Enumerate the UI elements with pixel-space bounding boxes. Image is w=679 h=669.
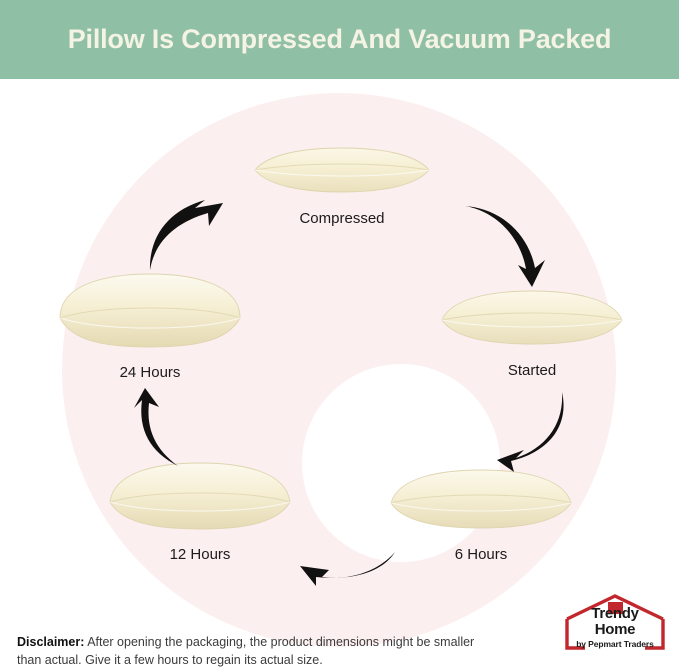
curved-arrow-icon	[134, 388, 178, 466]
node-label-6-hours: 6 Hours	[454, 546, 508, 563]
cycle-ring-hole	[302, 364, 500, 562]
brand-line1: Trendy	[591, 605, 639, 622]
house-window-icon	[608, 602, 623, 614]
node-24-hours: 24 Hours	[55, 272, 245, 381]
curved-arrow-icon	[497, 392, 564, 472]
pillow-icon	[390, 469, 572, 529]
curved-arrow-icon	[149, 200, 223, 270]
node-6-hours: 6 Hours	[386, 466, 576, 563]
curved-arrow-icon	[465, 206, 545, 287]
node-started: Started	[437, 286, 627, 379]
arrow-started-to-6-hours	[484, 388, 584, 481]
arrow-24-hours-to-compressed	[143, 188, 241, 279]
disclaimer-text: After opening the packaging, the product…	[17, 635, 475, 668]
pillow-6-hours	[386, 466, 576, 539]
pillow-icon	[109, 462, 291, 530]
header-banner: Pillow Is Compressed And Vacuum Packed	[0, 0, 679, 79]
brand-line2: Home	[594, 621, 636, 639]
brand-text: Trendy Home by Pepmart Traders	[563, 605, 667, 650]
node-label-compressed: Compressed	[299, 210, 385, 227]
brand-logo: Trendy Home by Pepmart Traders	[563, 592, 667, 656]
pillow-icon	[254, 147, 430, 193]
page-title: Pillow Is Compressed And Vacuum Packed	[67, 24, 612, 54]
arrow-12-hours-to-24-hours	[112, 386, 198, 475]
pillow-icon	[59, 273, 241, 348]
pillow-icon	[441, 290, 623, 345]
curved-arrow-icon	[300, 552, 395, 586]
node-label-started: Started	[507, 362, 557, 379]
pillow-started	[437, 286, 627, 355]
node-12-hours: 12 Hours	[105, 460, 295, 563]
node-label-12-hours: 12 Hours	[169, 546, 231, 563]
arrow-compressed-to-started	[455, 196, 565, 296]
disclaimer-label: Disclaimer:	[17, 635, 85, 649]
pillow-24-hours	[55, 272, 245, 357]
brand-subtitle: by Pepmart Traders	[576, 639, 654, 650]
node-compressed: Compressed	[249, 140, 435, 227]
house-outline-icon	[565, 594, 665, 650]
node-label-24-hours: 24 Hours	[119, 364, 181, 381]
disclaimer: Disclaimer: After opening the packaging,…	[17, 633, 497, 669]
arrow-6-hours-to-12-hours	[283, 540, 401, 593]
pillow-12-hours	[105, 460, 295, 539]
pillow-compressed	[249, 140, 435, 203]
